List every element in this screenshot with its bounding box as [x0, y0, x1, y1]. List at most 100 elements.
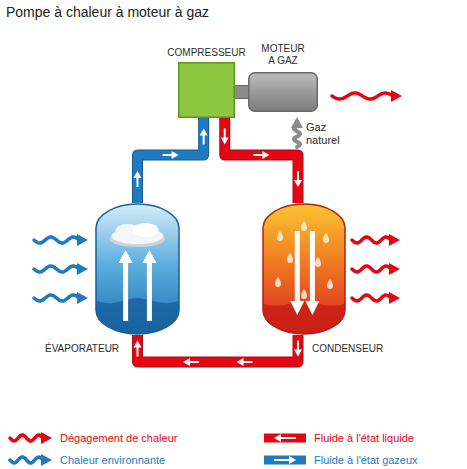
ambient-heat-wave-line — [34, 266, 79, 272]
released-heat-wave-head — [389, 234, 400, 246]
drop — [327, 279, 333, 289]
ambient-heat-wave — [34, 292, 88, 304]
falling-arrows — [290, 231, 319, 315]
evaporator-liquid — [96, 298, 179, 334]
flow-arrow — [237, 358, 253, 366]
drive-shaft — [235, 92, 248, 93]
legend-pipe-arrow-head — [289, 456, 296, 464]
gas-flow-arrow — [291, 117, 303, 147]
arrow-head — [119, 250, 133, 263]
released-heat-wave-line — [352, 237, 391, 243]
component-label: COMPRESSEUR — [167, 47, 245, 59]
drop — [275, 277, 281, 287]
flow-arrow — [200, 129, 208, 145]
arrow-shaft — [123, 261, 128, 321]
ambient-heat-wave-head — [77, 292, 88, 304]
flow-arrow — [294, 171, 302, 187]
flow-arrow — [253, 151, 269, 159]
flow-arrow-head — [294, 350, 302, 357]
component-label: CONDENSEUR — [312, 343, 383, 355]
flow-arrow-head — [183, 358, 190, 366]
component-label: MOTEUR A GAZ — [257, 43, 309, 67]
legend-wave — [10, 454, 52, 466]
engine-heat-wave-head — [391, 90, 402, 102]
pipe-body — [138, 118, 204, 203]
flow-arrow-head — [134, 341, 142, 348]
legend-wave — [10, 432, 52, 444]
legend-pipe-sample — [262, 430, 308, 446]
legend-pipe-arrow-shaft — [279, 437, 296, 439]
flow-arrow-head — [262, 151, 269, 159]
legend-pipe-arrow-head — [274, 434, 281, 442]
flow-arrow — [134, 341, 142, 357]
flow-arrow-head — [172, 151, 179, 159]
gas-engine-body — [249, 73, 318, 112]
rising-arrows — [119, 250, 157, 321]
released-heat-wave — [352, 263, 400, 275]
legend-text: Fluide à l'état liquide — [314, 431, 414, 445]
flow-arrow — [221, 129, 229, 145]
released-heat-wave-line — [352, 266, 391, 272]
legend-pipe — [264, 456, 306, 465]
ambient-heat-wave — [34, 234, 88, 246]
condenser-liquid — [263, 301, 345, 334]
legend-pipe — [264, 434, 306, 443]
legend-wave-sample — [8, 430, 54, 446]
arrow-shaft — [147, 261, 152, 321]
gas-supply-label: Gaz naturel — [306, 121, 354, 147]
condenser-tank: CONDENSEUR — [262, 203, 346, 335]
legend-text: Chaleur environnante — [60, 453, 165, 467]
flow-arrow — [183, 358, 199, 366]
legend-wave-sample — [8, 452, 54, 468]
released-heat-wave-line — [352, 295, 391, 301]
drop — [323, 233, 329, 243]
flow-arrow-head — [221, 138, 229, 145]
drop — [301, 289, 307, 299]
flow-arrow-head — [294, 180, 302, 187]
pipe-body — [225, 118, 298, 203]
ambient-heat-wave-head — [77, 263, 88, 275]
gas-engine-box-shape — [248, 72, 318, 112]
released-heat-wave-head — [389, 263, 400, 275]
gas-engine-box: MOTEUR A GAZ — [248, 72, 318, 112]
arrow-head — [290, 301, 304, 315]
diagram-title: Pompe à chaleur à moteur à gaz — [6, 4, 209, 20]
condenser-tank-shape — [262, 203, 346, 335]
ambient-heat-wave-head — [77, 234, 88, 246]
condensate-drops — [275, 221, 333, 299]
cloud-puff — [133, 223, 159, 237]
gas-flow-arrow-head — [291, 117, 303, 128]
vapour-cloud — [110, 223, 166, 247]
legend-text: Fluide à l'état gazeux — [314, 453, 418, 467]
drop — [315, 257, 321, 267]
heat-waves — [34, 90, 402, 304]
pipe-body — [235, 86, 248, 98]
arrow-shaft — [295, 231, 300, 303]
flow-arrow — [134, 171, 142, 187]
arrow-shaft — [310, 231, 315, 303]
legend-pipe-arrow — [274, 434, 296, 442]
evaporator-tank — [96, 204, 179, 334]
pipe-outline — [138, 335, 299, 362]
legend-wave-line — [10, 435, 43, 441]
refrigerant-pipe — [134, 335, 303, 366]
released-heat-wave-head — [389, 292, 400, 304]
compressor-body — [179, 63, 235, 118]
pipe-body — [138, 335, 299, 362]
arrow-head — [305, 301, 319, 315]
ambient-heat-wave-line — [34, 237, 79, 243]
flow-arrow-head — [134, 171, 142, 178]
legend-pipe-sample — [262, 452, 308, 468]
ambient-heat-wave — [34, 263, 88, 275]
flow-arrow — [163, 151, 179, 159]
refrigerant-pipe — [221, 118, 302, 203]
arrow-head — [142, 250, 156, 263]
legend-wave-line — [10, 457, 43, 463]
flow-arrow — [294, 341, 302, 357]
released-heat-wave — [352, 234, 400, 246]
pipe-outline — [225, 118, 298, 203]
compressor-box-shape — [178, 62, 235, 118]
legend-wave-head — [41, 454, 52, 466]
condenser-tank — [263, 204, 345, 334]
engine-heat-wave — [332, 90, 402, 102]
